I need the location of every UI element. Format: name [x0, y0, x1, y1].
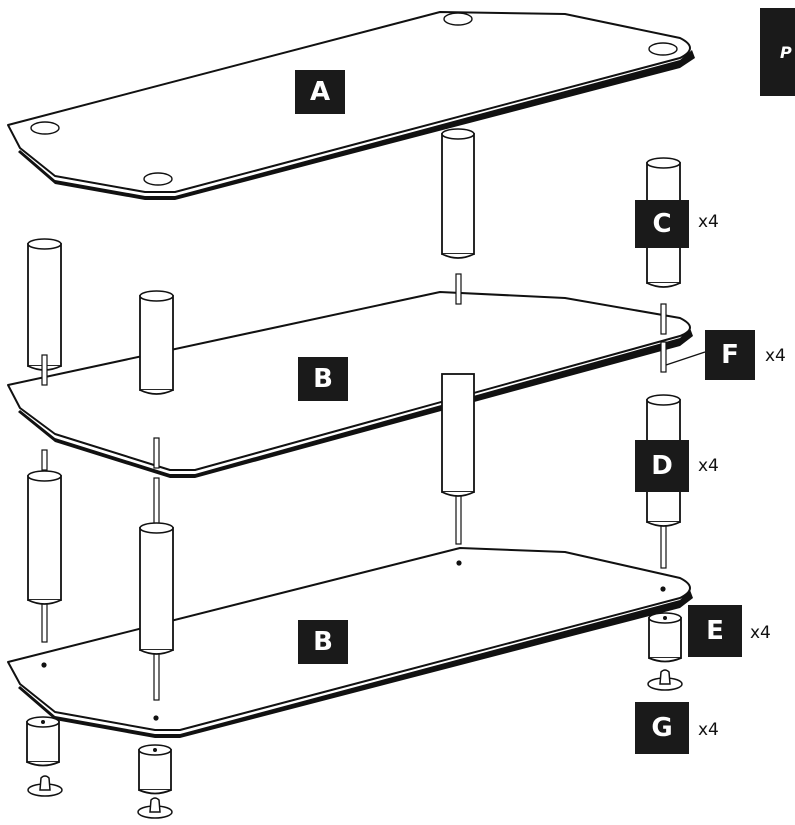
part-label-d: D [635, 440, 689, 492]
foot-g-front [137, 797, 173, 819]
quantity-c: x4 [698, 212, 719, 232]
spacer-e-right [648, 612, 682, 663]
part-label-a: A [295, 70, 345, 114]
part-label-f: F [705, 330, 755, 380]
tube-d-left-front [139, 522, 174, 655]
threaded-rod-f-1 [41, 354, 48, 643]
quantity-g: x4 [698, 720, 719, 740]
shelf-a [7, 11, 695, 200]
corner-tab: P [760, 8, 795, 96]
part-label-g: G [635, 702, 689, 754]
part-label-e: E [688, 605, 742, 657]
tube-d-left-back [27, 470, 62, 605]
quantity-e: x4 [750, 623, 771, 643]
quantity-d: x4 [698, 456, 719, 476]
part-label-b-bottom: B [298, 620, 348, 664]
shelf-b-middle [7, 291, 693, 478]
tube-c-left-front [139, 290, 174, 395]
tube-c-right-back [441, 128, 475, 259]
part-label-b-top: B [298, 357, 348, 401]
spacer-e-left [26, 716, 60, 767]
quantity-f: x4 [765, 346, 786, 366]
tube-c-left-back [27, 238, 62, 371]
tube-d-right-back [441, 373, 475, 497]
foot-g-left [27, 775, 63, 797]
shelf-b-bottom [7, 547, 693, 738]
part-label-c: C [635, 200, 689, 248]
foot-g-right [647, 669, 683, 691]
spacer-e-front [138, 744, 172, 795]
leader-line-f [665, 351, 706, 366]
